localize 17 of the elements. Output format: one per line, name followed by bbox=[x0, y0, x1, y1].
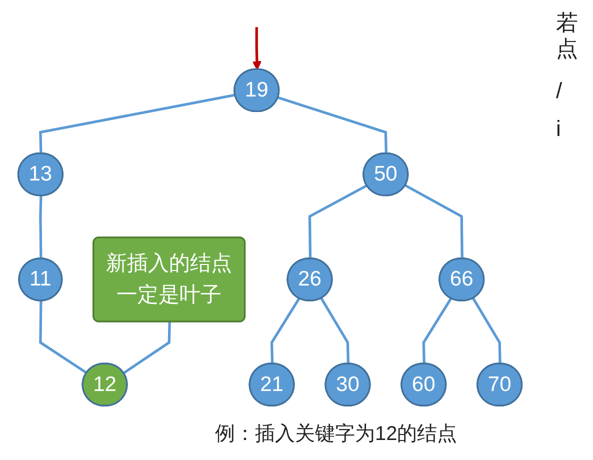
connector bbox=[308, 184, 368, 259]
connector bbox=[39, 196, 42, 259]
connector bbox=[320, 298, 350, 364]
connector bbox=[39, 300, 88, 374]
text-fragment: / bbox=[556, 78, 562, 104]
connector bbox=[472, 298, 502, 364]
text-fragment: 若 bbox=[556, 9, 578, 37]
connector bbox=[278, 96, 388, 154]
caption: 例：插入关键字为12的结点 bbox=[215, 422, 458, 447]
text-fragment: i bbox=[556, 116, 561, 142]
text-fragment: 点 bbox=[556, 35, 578, 63]
connector bbox=[122, 322, 171, 374]
connector bbox=[404, 184, 464, 259]
arrow bbox=[252, 27, 262, 70]
connector bbox=[39, 94, 236, 154]
connector bbox=[422, 298, 452, 364]
connector bbox=[270, 298, 300, 364]
